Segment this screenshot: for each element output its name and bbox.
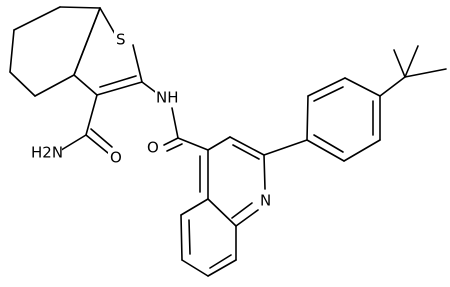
bond	[307, 77, 346, 97]
bond	[171, 107, 179, 139]
bond	[180, 214, 183, 261]
bond	[85, 134, 109, 154]
atom-labels: S NH O O H2N N	[30, 31, 273, 210]
bond	[90, 128, 113, 148]
bond	[59, 6, 101, 9]
primary-amide-group	[57, 94, 113, 154]
bond	[73, 74, 98, 96]
bond	[344, 77, 381, 97]
bond	[229, 136, 265, 156]
carboxamide-oxygen-label: O	[110, 149, 122, 167]
bond	[263, 139, 308, 156]
bond	[207, 259, 237, 277]
bond	[181, 259, 209, 277]
bond	[404, 45, 419, 78]
amide-oxygen-label: O	[147, 139, 159, 157]
bond	[379, 76, 406, 97]
bond	[99, 7, 116, 35]
bond	[188, 219, 191, 255]
bond	[85, 94, 98, 136]
bond	[177, 137, 209, 151]
bond	[9, 71, 36, 97]
bond	[313, 86, 344, 102]
cyclohexane-ring	[9, 6, 101, 97]
thiophene-ring	[73, 7, 143, 96]
bond	[313, 134, 344, 153]
bond	[34, 74, 75, 97]
sulfur-label: S	[116, 31, 126, 49]
tert-butyl-group	[379, 45, 447, 97]
bond	[306, 95, 309, 141]
bond	[232, 144, 260, 160]
phenyl-ring	[263, 77, 381, 162]
bond	[9, 29, 15, 73]
bond	[163, 137, 179, 146]
nh-label: NH	[156, 89, 179, 107]
benzo-ring	[180, 198, 237, 277]
quinoline-nitrogen-label: N	[260, 192, 271, 210]
bond	[57, 134, 87, 153]
bond	[207, 198, 237, 227]
bond	[73, 7, 101, 76]
nh2-label: H2N	[31, 144, 63, 162]
bond	[393, 49, 406, 78]
bond	[404, 68, 447, 78]
bond	[306, 139, 345, 162]
bond	[209, 254, 232, 269]
bond	[132, 44, 143, 83]
bond	[235, 209, 259, 227]
bond	[99, 75, 137, 88]
bond	[207, 136, 231, 151]
pyridine-ring	[199, 136, 266, 227]
bond	[231, 202, 253, 219]
amide-linker	[141, 81, 209, 152]
bond	[263, 154, 266, 190]
bond	[13, 6, 61, 31]
bond	[343, 139, 381, 162]
bond	[166, 143, 183, 152]
bond	[96, 81, 143, 96]
bond	[180, 198, 209, 216]
